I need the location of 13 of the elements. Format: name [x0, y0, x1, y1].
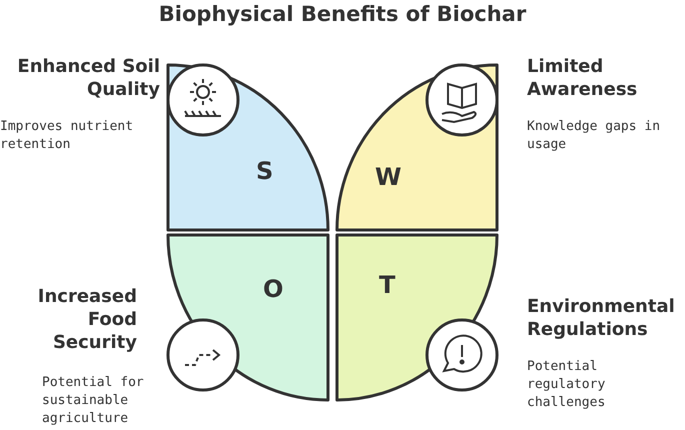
heading: Enhanced Soil Quality — [16, 55, 160, 101]
quadrant-letter: S — [256, 157, 274, 185]
heading: Limited Awareness — [527, 55, 638, 101]
quadrant-letter: O — [263, 275, 284, 303]
description: Improves nutrient retention — [0, 118, 134, 154]
description: Potential regulatory challenges — [527, 358, 606, 412]
heading: Environmental Regulations — [527, 295, 676, 341]
heading: Increased Food Security — [36, 285, 137, 354]
title: Biophysical Benefits of Biochar — [158, 2, 528, 26]
description: Potential for sustainable agriculture — [42, 374, 145, 428]
description: Knowledge gaps in usage — [527, 118, 662, 154]
quadrant-letter: W — [375, 163, 402, 191]
quadrant-letter: T — [379, 271, 396, 299]
